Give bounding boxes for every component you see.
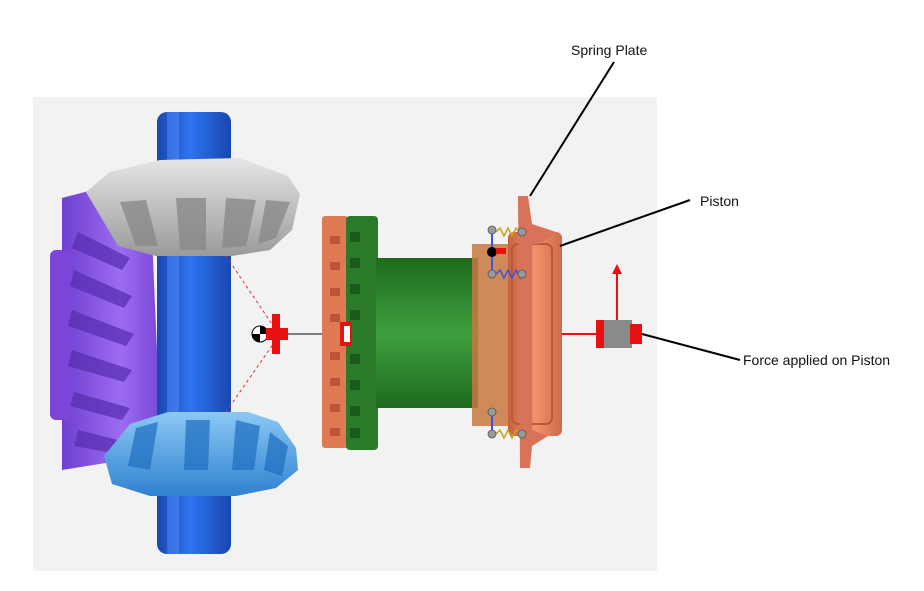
spring-plate-label: Spring Plate <box>571 42 647 58</box>
force-icon <box>562 264 642 348</box>
clutch-hub <box>346 216 478 450</box>
upper-bevel-gear <box>86 158 300 256</box>
spring-icon <box>487 225 527 440</box>
joint-icon <box>266 314 324 354</box>
force-leader <box>641 333 741 361</box>
clutch-plates <box>322 216 348 448</box>
callout-leaders <box>529 61 741 361</box>
dashed-guide-lines <box>225 255 277 413</box>
spring-plate-leader <box>529 61 615 197</box>
lower-bevel-gear <box>104 412 298 496</box>
cg-marker-icon <box>251 325 269 343</box>
piston <box>472 232 562 436</box>
force-label: Force applied on Piston <box>743 352 890 368</box>
hub-joint-icon <box>340 322 352 346</box>
piston-label: Piston <box>700 193 739 209</box>
piston-leader <box>559 199 691 247</box>
spring-plate <box>518 196 556 468</box>
